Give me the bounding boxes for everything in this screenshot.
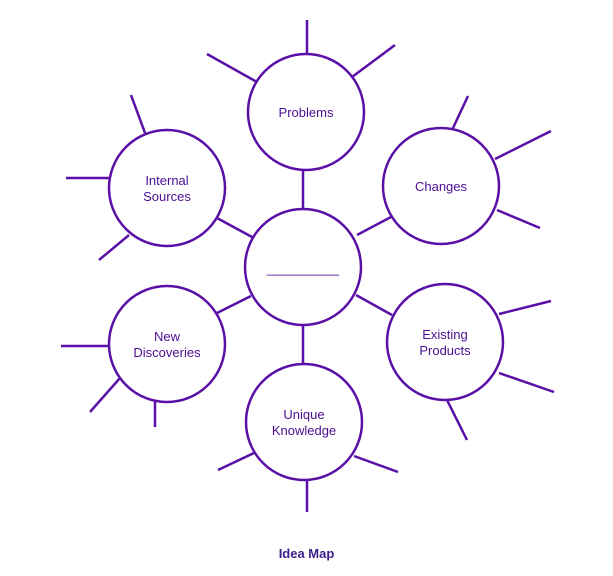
internal-sources-connector [216,216,253,239]
unique-knowledge-spoke-2 [353,454,399,474]
circles [107,52,505,482]
unique-knowledge-label-line-1: Unique [283,407,324,422]
problems-label-line-1: Problems [279,105,334,120]
new-discoveries-circle [107,284,227,404]
internal-sources-label-line-1: Internal [145,173,188,188]
center-circle [243,207,363,327]
new-discoveries-connector [216,294,252,315]
existing-products-spoke-3 [445,399,469,441]
unique-knowledge-spoke-1 [217,451,255,472]
problems-spoke-3 [351,43,396,79]
problems-circle [246,52,366,172]
changes-connector [356,215,392,237]
center-blank-label: __________ [266,261,340,276]
internal-sources-label-line-2: Sources [143,189,191,204]
unique-knowledge-label-line-2: Knowledge [272,423,336,438]
existing-products-spoke-1 [498,299,552,316]
internal-sources-spoke-3 [98,234,130,261]
existing-products-label-line-2: Products [419,343,471,358]
diagram-caption: Idea Map [278,546,335,561]
internal-sources-spoke-1 [129,94,147,134]
new-discoveries-spoke-2 [89,377,121,413]
changes-spoke-2 [494,129,552,161]
existing-products-circle [385,282,505,402]
changes-circle [381,126,501,246]
existing-products-label-line-1: Existing [422,327,468,342]
changes-label-line-1: Changes [415,179,468,194]
changes-spoke-1 [451,95,470,129]
unique-knowledge-circle [244,362,364,482]
new-discoveries-label-line-1: New [154,329,181,344]
changes-spoke-3 [496,208,541,230]
internal-sources-circle [107,128,227,248]
connectors [61,20,555,512]
existing-products-spoke-2 [498,371,555,394]
problems-spoke-2 [206,52,258,84]
new-discoveries-label-line-2: Discoveries [133,345,201,360]
existing-products-connector [355,293,393,317]
